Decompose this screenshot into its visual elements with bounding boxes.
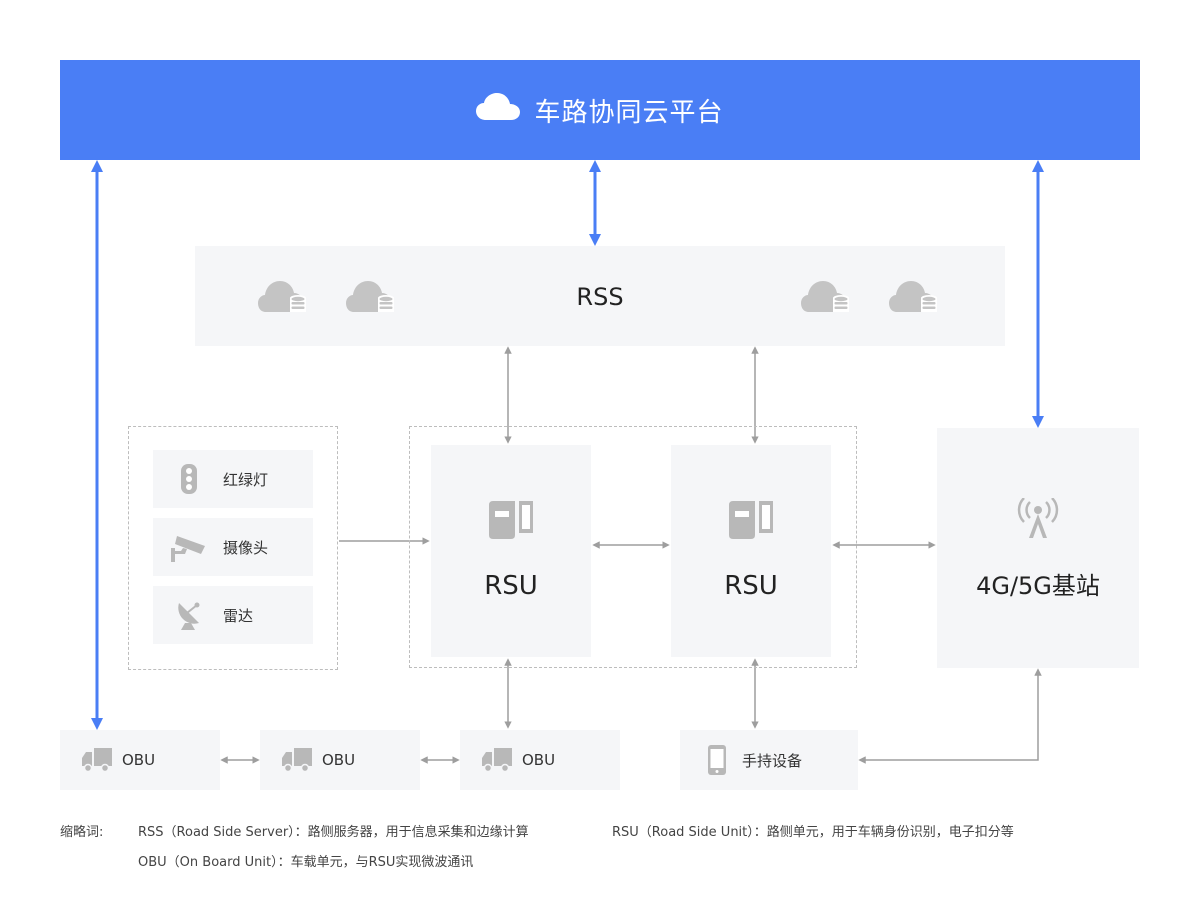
rsu-group: [409, 426, 857, 668]
cloud-platform-banner: 车路协同云平台: [60, 60, 1140, 160]
rsu-device-icon: [489, 501, 533, 543]
truck-icon: [282, 748, 312, 772]
base-station-label: 4G/5G基站: [976, 572, 1100, 600]
handheld-device: 手持设备: [680, 730, 858, 790]
legend-heading: 缩略词:: [60, 825, 104, 840]
base-station: 4G/5G基站: [937, 428, 1139, 668]
handheld-label: 手持设备: [742, 751, 803, 770]
legend-rsu-definition: RSU（Road Side Unit）：路侧单元，用于车辆身份识别，电子扣分等: [612, 825, 1014, 840]
obu-label: OBU: [122, 751, 156, 769]
traffic-light-icon: [171, 463, 207, 495]
truck-icon: [82, 748, 112, 772]
rsu-label: RSU: [724, 571, 778, 601]
legend-obu-definition: OBU（On Board Unit）：车载单元，与RSU实现微波通讯: [138, 855, 474, 870]
obu-label: OBU: [522, 751, 556, 769]
rsu-unit-2: RSU: [671, 445, 831, 657]
rsu-unit-1: RSU: [431, 445, 591, 657]
sensor-label: 红绿灯: [223, 470, 269, 489]
sensor-group: [128, 426, 338, 670]
cloud-server-icon: [889, 278, 939, 318]
antenna-icon: [1016, 497, 1060, 542]
link-handheld-basestation: [858, 668, 1042, 764]
sensor-traffic-light: 红绿灯: [153, 450, 313, 508]
obu-label: OBU: [322, 751, 356, 769]
sensor-camera: 摄像头: [153, 518, 313, 576]
sensor-radar: 雷达: [153, 586, 313, 644]
truck-icon: [482, 748, 512, 772]
sensor-label: 摄像头: [223, 538, 269, 557]
cloud-server-icon: [801, 278, 851, 318]
rsu-device-icon: [729, 501, 773, 543]
rss-label: RSS: [576, 283, 624, 311]
obu-unit-1: OBU: [60, 730, 220, 790]
obu-unit-3: OBU: [460, 730, 620, 790]
cloud-server-icon: [258, 278, 308, 318]
legend-rss-definition: RSS（Road Side Server）：路侧服务器，用于信息采集和边缘计算: [138, 825, 529, 840]
rss-panel: [195, 246, 1005, 346]
phone-icon: [708, 745, 726, 775]
sensor-label: 雷达: [223, 606, 254, 625]
platform-title: 车路协同云平台: [534, 97, 724, 128]
radar-icon: [171, 599, 207, 631]
cloud-server-icon: [346, 278, 396, 318]
cloud-icon: [476, 92, 521, 128]
rsu-label: RSU: [484, 571, 538, 601]
obu-unit-2: OBU: [260, 730, 420, 790]
camera-icon: [171, 531, 207, 563]
